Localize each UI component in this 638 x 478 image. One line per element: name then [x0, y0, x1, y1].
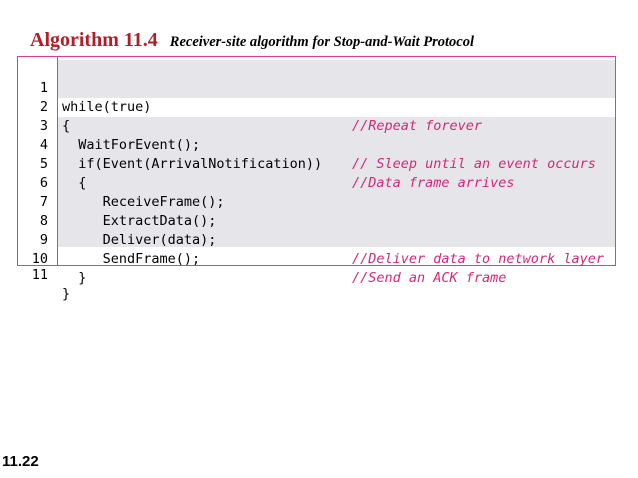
code-line: 4 if(Event(ArrivalNotification)) //Data …: [18, 117, 615, 191]
code-comment: // Sleep until an event occurs: [352, 156, 596, 172]
code-text: }: [62, 270, 87, 286]
slide-title: Algorithm 11.4 Receiver-site algorithm f…: [30, 29, 474, 53]
line-number: 10: [31, 251, 48, 267]
line-number: 5: [39, 156, 48, 172]
code-line: 7 ExtractData();: [18, 174, 615, 229]
line-number: 3: [39, 118, 48, 134]
code-line: 3 WaitForEvent(); // Sleep until an even…: [18, 98, 615, 172]
code-text: if(Event(ArrivalNotification)): [62, 156, 323, 172]
code-text: {: [62, 118, 71, 134]
code-text: {: [62, 175, 87, 191]
code-line: 5 {: [18, 136, 615, 191]
code-text: while(true): [62, 99, 152, 115]
line-number: 9: [39, 232, 48, 248]
line-number: 8: [39, 213, 48, 229]
code-line: 1 while(true) //Repeat forever: [18, 60, 615, 134]
code-line: 2 {: [18, 79, 615, 134]
line-number: 6: [39, 175, 48, 191]
algorithm-label: Algorithm 11.4: [30, 29, 158, 51]
slide-number: 11.22: [2, 453, 39, 470]
code-text: WaitForEvent();: [62, 137, 201, 153]
code-text: Deliver(data);: [62, 232, 217, 248]
line-number: 4: [39, 137, 48, 153]
highlight-band-top: [58, 60, 615, 98]
line-number-gutter: [18, 57, 58, 265]
code-line: 9 SendFrame(); //Send an ACK frame: [18, 212, 615, 286]
code-line: 6 ReceiveFrame();: [18, 155, 615, 210]
code-line: 8 Deliver(data); //Deliver data to netwo…: [18, 193, 615, 267]
code-text: }: [62, 286, 71, 302]
code-comment: //Data frame arrives: [352, 175, 515, 191]
code-comment: //Repeat forever: [352, 118, 483, 134]
code-line: 10 }: [18, 231, 615, 286]
code-comment: //Deliver data to network layer: [352, 251, 604, 267]
line-number: 2: [39, 99, 48, 115]
line-number: 1: [39, 80, 48, 96]
code-comment: //Send an ACK frame: [352, 270, 507, 286]
algorithm-description: Receiver-site algorithm for Stop-and-Wai…: [169, 34, 474, 50]
code-text: ExtractData();: [62, 213, 217, 229]
code-listing: 1 while(true) //Repeat forever 2 { 3 Wai…: [17, 56, 616, 302]
code-text: SendFrame();: [62, 251, 201, 267]
highlight-band-main: [58, 117, 615, 247]
line-number: 11: [31, 267, 48, 283]
line-number: 7: [39, 194, 48, 210]
code-line: 11 }: [18, 247, 615, 302]
code-text: ReceiveFrame();: [62, 194, 225, 210]
